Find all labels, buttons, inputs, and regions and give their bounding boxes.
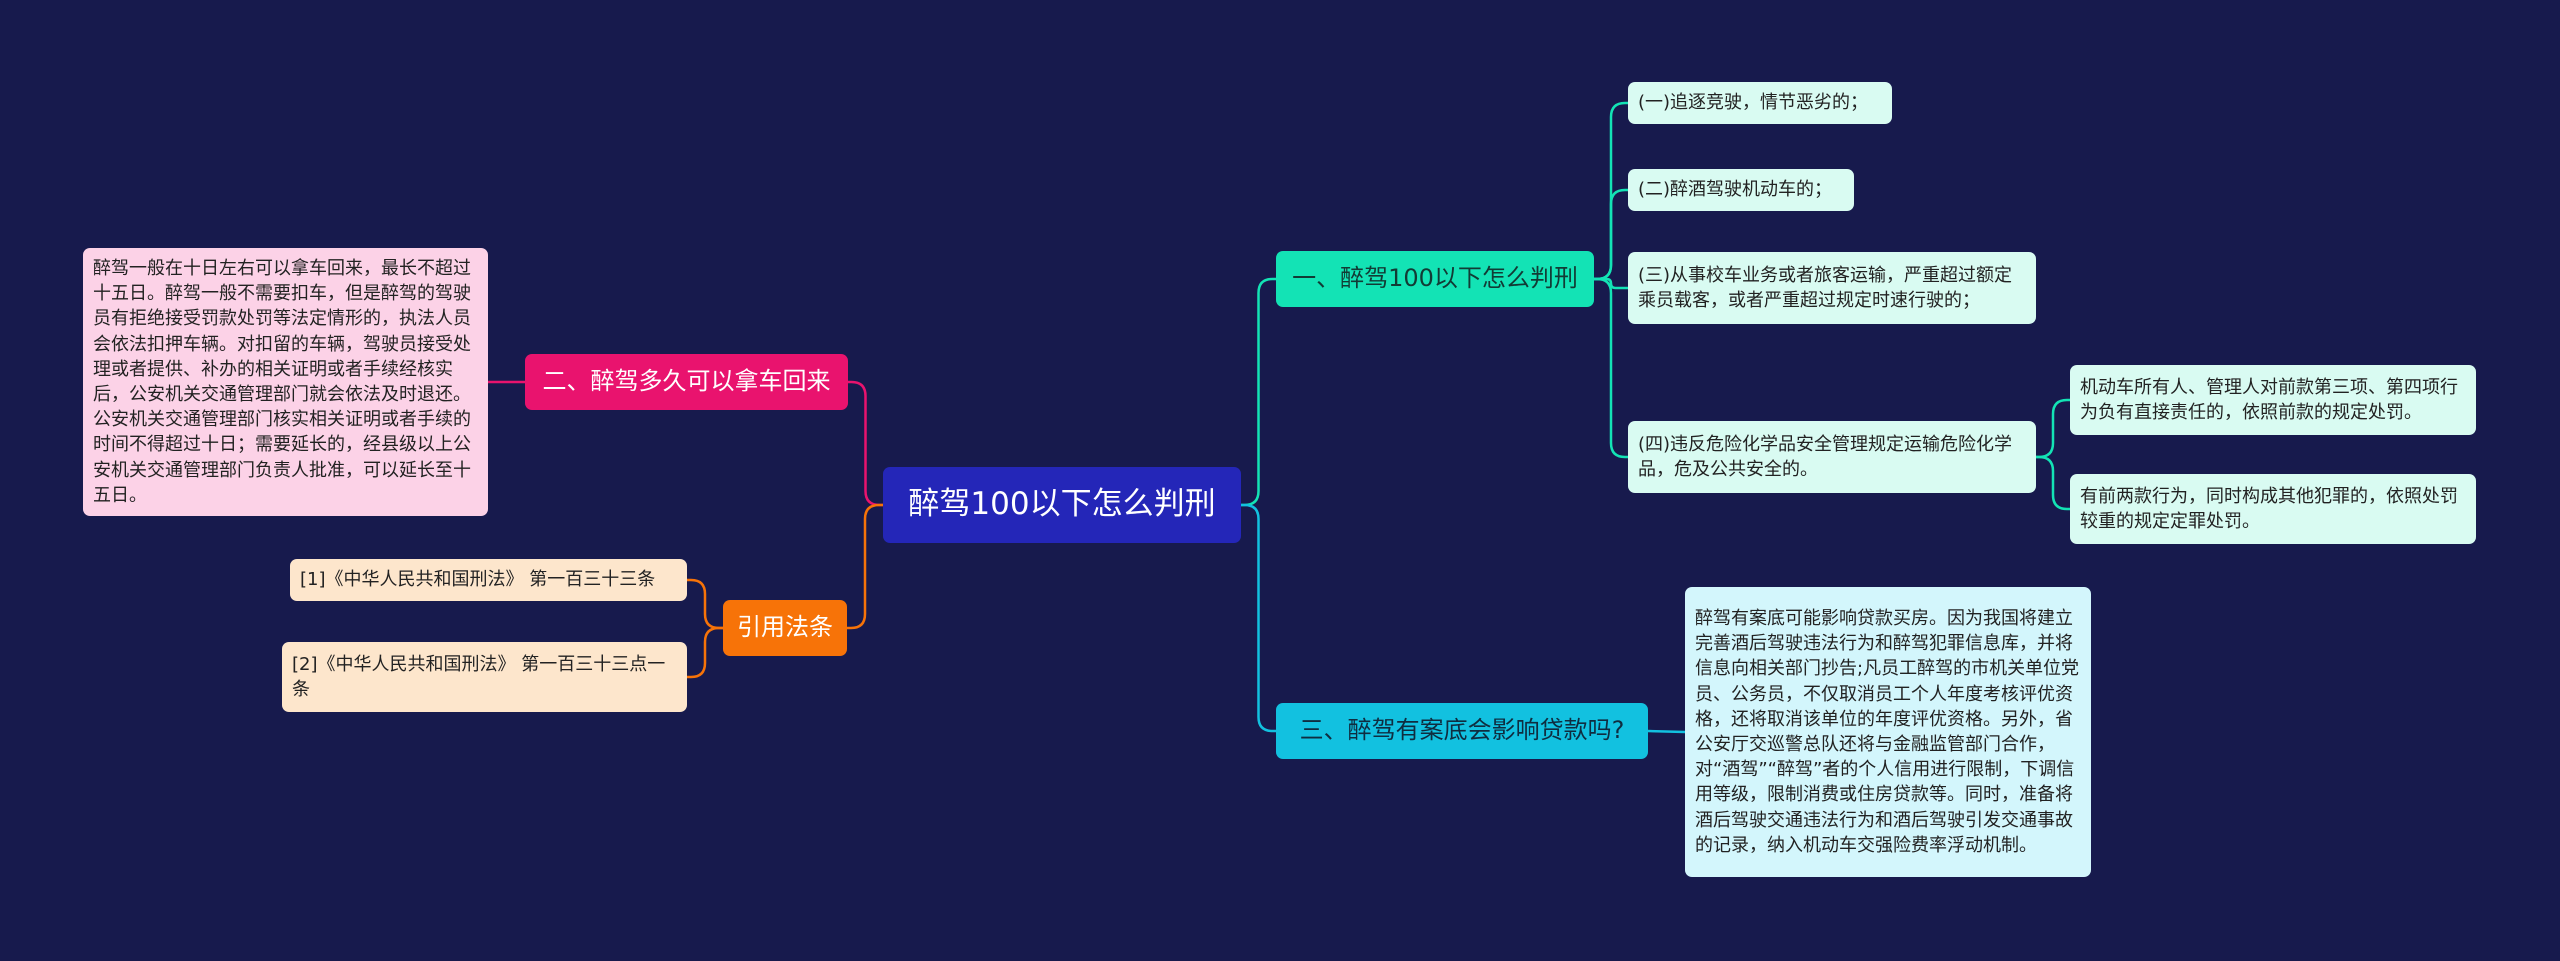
leaf-text: [2]《中华人民共和国刑法》 第一百三十三点一条 <box>292 653 666 700</box>
leaf-text: 有前两款行为，同时构成其他犯罪的，依照处罚较重的规定定罪处罚。 <box>2080 485 2458 532</box>
leaf-sentencing-4[interactable]: (四)违反危险化学品安全管理规定运输危险化学品，危及公共安全的。 <box>1628 421 2036 493</box>
connector-line <box>848 380 883 507</box>
branch-node-sentencing[interactable]: 一、醉驾100以下怎么判刑 <box>1276 251 1594 307</box>
connector-line <box>1241 277 1276 507</box>
leaf-cited-law-2[interactable]: [2]《中华人民共和国刑法》 第一百三十三点一条 <box>282 642 687 712</box>
connector-line <box>687 578 723 630</box>
leaf-text: (四)违反危险化学品安全管理规定运输危险化学品，危及公共安全的。 <box>1638 433 2013 480</box>
leaf-text: 醉驾有案底可能影响贷款买房。因为我国将建立完善酒后驾驶违法行为和醉驾犯罪信息库，… <box>1695 608 2080 856</box>
connector-line <box>847 503 883 630</box>
leaf-text: (二)醉酒驾驶机动车的； <box>1638 179 1833 201</box>
leaf-text: (三)从事校车业务或者旅客运输，严重超过额定乘员载客，或者严重超过规定时速行驶的… <box>1638 264 2013 311</box>
connector-line <box>1594 277 1628 290</box>
leaf-text: [1]《中华人民共和国刑法》 第一百三十三条 <box>300 569 656 591</box>
leaf-sentencing-3[interactable]: (三)从事校车业务或者旅客运输，严重超过额定乘员载客，或者严重超过规定时速行驶的… <box>1628 252 2036 324</box>
root-node[interactable]: 醉驾100以下怎么判刑 <box>883 467 1241 543</box>
connector-line <box>2036 398 2070 459</box>
leaf-vehicle-return-text[interactable]: 醉驾一般在十日左右可以拿车回来，最长不超过十五日。醉驾一般不需要扣车，但是醉驾的… <box>83 248 488 516</box>
connector-line <box>1647 729 1686 734</box>
leaf-text: 机动车所有人、管理人对前款第三项、第四项行为负有直接责任的，依照前款的规定处罚。 <box>2080 376 2458 423</box>
connector-line <box>1594 277 1628 459</box>
leaf-sentencing-4-sub-2[interactable]: 有前两款行为，同时构成其他犯罪的，依照处罚较重的规定定罪处罚。 <box>2070 474 2476 544</box>
leaf-text: 醉驾一般在十日左右可以拿车回来，最长不超过十五日。醉驾一般不需要扣车，但是醉驾的… <box>93 258 471 506</box>
leaf-sentencing-2[interactable]: (二)醉酒驾驶机动车的； <box>1628 169 1854 211</box>
connector-line <box>1241 503 1276 733</box>
branch-node-loan-impact[interactable]: 三、醉驾有案底会影响贷款吗? <box>1276 703 1648 759</box>
leaf-loan-impact-text[interactable]: 醉驾有案底可能影响贷款买房。因为我国将建立完善酒后驾驶违法行为和醉驾犯罪信息库，… <box>1685 587 2091 877</box>
connector-line <box>2036 455 2070 511</box>
branch-node-cited-laws[interactable]: 引用法条 <box>723 600 847 656</box>
leaf-sentencing-1[interactable]: (一)追逐竞驶，情节恶劣的； <box>1628 82 1892 124</box>
connector-line <box>1594 188 1628 281</box>
branch-node-vehicle-return[interactable]: 二、醉驾多久可以拿车回来 <box>525 354 848 410</box>
leaf-text: (一)追逐竞驶，情节恶劣的； <box>1638 92 1869 114</box>
connector-line <box>687 626 723 679</box>
leaf-sentencing-4-sub-1[interactable]: 机动车所有人、管理人对前款第三项、第四项行为负有直接责任的，依照前款的规定处罚。 <box>2070 365 2476 435</box>
leaf-cited-law-1[interactable]: [1]《中华人民共和国刑法》 第一百三十三条 <box>290 559 687 601</box>
